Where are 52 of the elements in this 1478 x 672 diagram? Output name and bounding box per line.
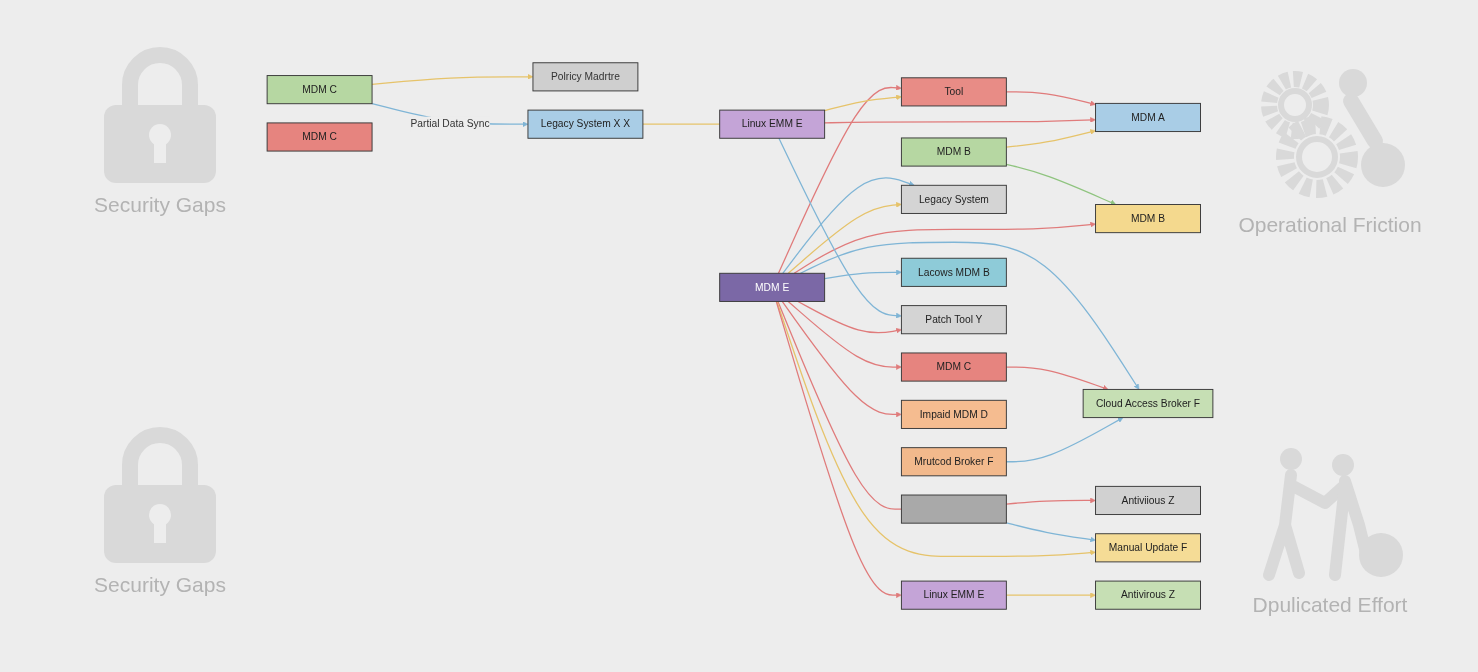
arrow (1005, 129, 1096, 148)
node-box: MDM B (900, 137, 1007, 167)
edge-label: Partial Data Sync (410, 118, 490, 130)
arrow (778, 137, 902, 319)
node-box: Cloud Access Broker F (1082, 388, 1214, 419)
node-box (900, 494, 1007, 524)
arrow (1005, 522, 1096, 543)
arrow (1005, 417, 1124, 463)
node-box: Patch Tool Y (900, 305, 1007, 335)
arrow (793, 221, 1096, 274)
arrow (799, 241, 1140, 390)
node-box: Mrutcod Broker F (900, 447, 1007, 477)
arrow (777, 85, 902, 274)
arrow (1005, 366, 1109, 391)
arrow (787, 202, 902, 274)
node-box: Tool (900, 77, 1007, 107)
arrow (782, 177, 915, 274)
node-box: MDM B (1095, 204, 1201, 234)
arrow (1005, 91, 1096, 106)
node-box: Linux EMM E (900, 580, 1007, 610)
background-label: Security Gaps (94, 193, 226, 217)
node-box: Antivirous Z (1095, 580, 1201, 610)
arrow (787, 300, 902, 370)
node-box: Manual Update F (1095, 533, 1201, 563)
arrow (797, 300, 902, 334)
node-box: MDM C (900, 352, 1007, 382)
arrow (1005, 163, 1117, 206)
node-box: Impaid MDM D (900, 399, 1007, 429)
arrow (824, 269, 902, 280)
arrow (824, 94, 902, 112)
background-label: Operational Friction (1238, 213, 1422, 237)
arrow (1005, 592, 1096, 598)
connector (642, 123, 721, 125)
node-box: Lacows MDM B (900, 257, 1007, 287)
arrow (776, 300, 1096, 558)
node-box: Legacy System X X (527, 109, 644, 139)
node-box: Linux EMM E (719, 109, 826, 139)
node-box: Polricy Madrtre (532, 62, 639, 92)
node-box: MDM C (266, 75, 373, 105)
background-label: Security Gaps (94, 573, 226, 597)
arrow (775, 300, 902, 598)
arrow (781, 300, 902, 418)
arrow (1005, 497, 1096, 505)
node-box: Antiviious Z (1095, 485, 1201, 515)
node-box: MDM C (266, 122, 373, 152)
arrow (371, 74, 534, 86)
arrow (824, 117, 1096, 124)
node-box: MDM A (1095, 102, 1201, 133)
node-box: MDM E (719, 272, 826, 302)
background-label: Dpulicated Effort (1252, 593, 1408, 617)
connector (777, 300, 903, 510)
node-box: Legacy System (900, 184, 1007, 214)
